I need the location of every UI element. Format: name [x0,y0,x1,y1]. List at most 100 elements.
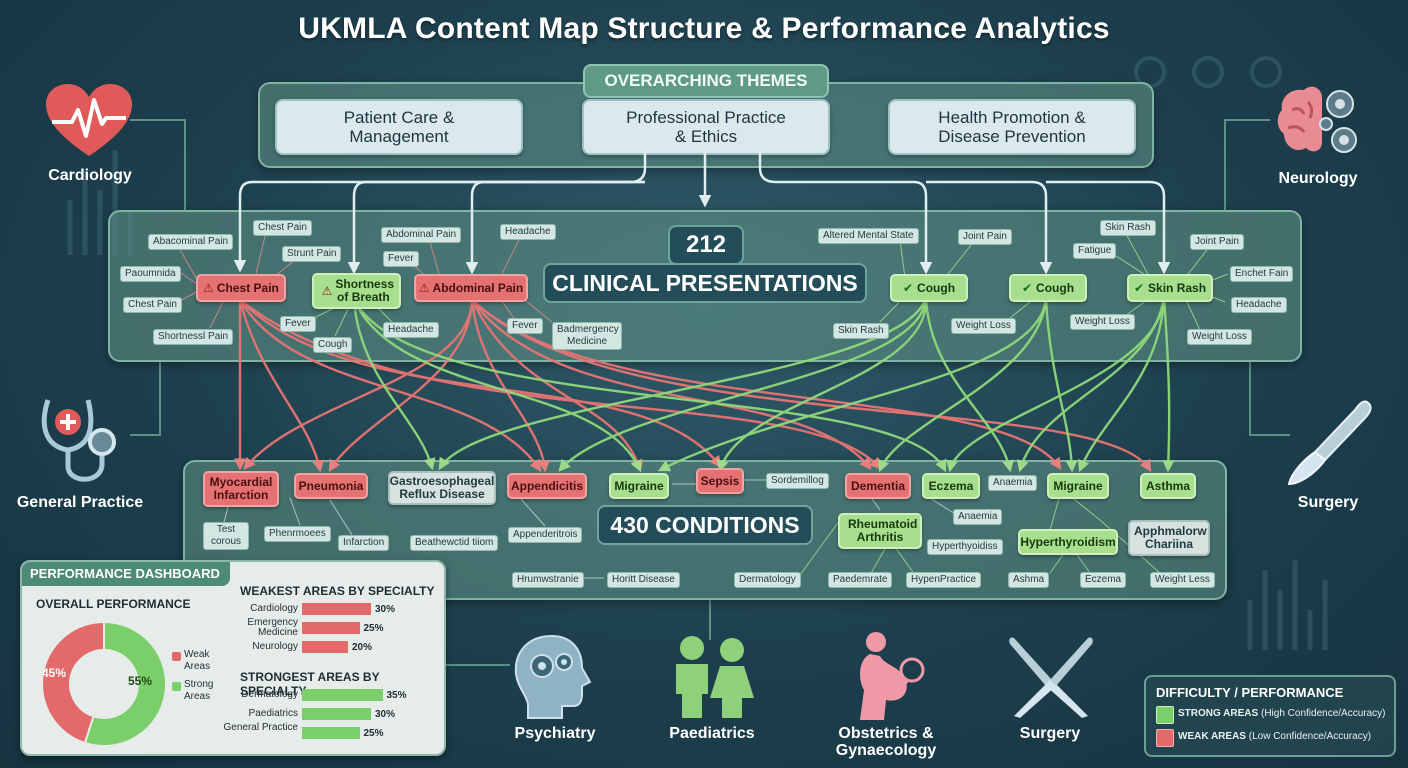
condition-tag[interactable]: HypenPractice [906,572,982,588]
node-label: Eczema [928,478,974,493]
warning-icon: ⚠ [321,283,333,298]
bar [302,641,348,653]
presentation-node-shortness-of-breath[interactable]: ⚠ Shortness of Breath [312,273,401,309]
condition-tag[interactable]: Weight Less [1150,572,1215,588]
presentation-tag[interactable]: Cough [313,337,353,353]
node-label: Sepsis [700,473,740,488]
condition-node-myocardial-infarction[interactable]: Myocardial Infarction [203,471,279,507]
theme-health-promotion[interactable]: Health Promotion & Disease Prevention [888,99,1136,155]
bar [302,727,360,739]
presentation-tag[interactable]: Badmergency Medicine [552,322,622,350]
presentation-node-cough[interactable]: ✔ Cough [890,274,968,302]
node-label: Rheumatoid Arthritis [848,517,918,544]
presentation-tag[interactable]: Strunt Pain [282,246,342,262]
presentation-tag[interactable]: Headache [383,322,439,338]
condition-tag[interactable]: Horitt Disease [607,572,680,588]
condition-node-hyperthyroidism[interactable]: Hyperthyroidism [1018,529,1118,555]
bar [302,689,383,701]
presentations-count: 212 [668,225,744,265]
presentation-node-cough-2[interactable]: ✔ Cough [1009,274,1087,302]
condition-tag[interactable]: Anaemia [953,509,1003,525]
condition-tag[interactable]: Test corous [203,522,249,550]
specialty-obstetrics[interactable]: Obstetrics & Gynaecology [826,725,946,759]
presentation-tag[interactable]: Altered Mental State [818,228,919,244]
presentation-tag[interactable]: Chest Pain [123,297,182,313]
condition-tag[interactable]: Eczema [1080,572,1127,588]
presentation-node-abdominal-pain[interactable]: ⚠ Abdominal Pain [414,274,528,302]
node-label: Skin Rash [1148,280,1207,295]
check-icon: ✔ [902,280,914,295]
condition-tag[interactable]: Ashma [1008,572,1050,588]
condition-tag[interactable]: Phenrmoees [264,526,331,542]
presentation-tag[interactable]: Fever [383,251,419,267]
presentation-tag[interactable]: Joint Pain [958,229,1012,245]
presentation-tag[interactable]: Joint Pain [1190,234,1244,250]
presentation-tag[interactable]: Fever [507,318,543,334]
donut-weak-slice [40,620,105,745]
specialty-neurology[interactable]: Neurology [1278,170,1358,187]
presentation-tag[interactable]: Headache [500,224,556,240]
specialty-surgery-right[interactable]: Surgery [1297,494,1359,511]
node-label: Abdominal Pain [432,280,524,295]
presentation-tag[interactable]: Enchet Fain [1230,266,1294,282]
specialty-cardiology[interactable]: Cardiology [48,167,132,184]
node-label: Migraine [1053,478,1103,493]
presentation-tag[interactable]: Fatigue [1073,243,1117,259]
condition-tag[interactable]: Dermatology [734,572,801,588]
condition-tag[interactable]: Anaemia [988,475,1038,491]
condition-node-migraine-2[interactable]: Migraine [1047,473,1109,499]
condition-tag[interactable]: Infarction [338,535,390,551]
node-label: Cough [917,280,956,295]
bar-value: 25% [363,728,384,739]
presentation-tag[interactable]: Skin Rash [1100,220,1156,236]
theme-patient-care[interactable]: Patient Care & Management [275,99,523,155]
specialty-surgery-bottom[interactable]: Surgery [1019,725,1081,742]
condition-tag[interactable]: Sordemillog [766,473,829,489]
condition-node-migraine[interactable]: Migraine [609,473,669,499]
condition-node-dementia[interactable]: Dementia [845,473,911,499]
presentations-label: CLINICAL PRESENTATIONS [543,263,867,303]
weakest-heading: WEAKEST AREAS BY SPECIALTY [240,584,435,598]
check-icon: ✔ [1133,280,1145,295]
condition-node-pneumonia[interactable]: Pneumonia [294,473,368,499]
bar-value: 20% [352,642,373,653]
presentation-tag[interactable]: Paoumnidа [120,266,181,282]
condition-node-rheumatoid-arthritis[interactable]: Rheumatoid Arthritis [838,513,922,549]
specialty-paediatrics[interactable]: Paediatrics [669,725,755,742]
presentation-node-skin-rash[interactable]: ✔ Skin Rash [1127,274,1213,302]
presentation-tag[interactable]: Fever [280,316,316,332]
bar-label: Paediatrics [248,708,298,719]
condition-node-apphmalorw-chariina[interactable]: Apphmalorw Chariina [1128,520,1210,556]
condition-tag[interactable]: Hrumwstranie [512,572,584,588]
condition-tag[interactable]: Beathewctid tiiom [410,535,499,551]
specialty-general-practice[interactable]: General Practice [16,494,144,511]
condition-tag[interactable]: Appenderitrois [508,527,583,543]
presentation-node-chest-pain[interactable]: ⚠ Chest Pain [196,274,286,302]
warning-icon: ⚠ [418,280,430,295]
legend-weak-row: WEAK AREAS (Low Confidence/Accuracy) [1178,731,1371,742]
condition-tag[interactable]: Hyperthyoidiss [927,539,1003,555]
condition-node-eczema[interactable]: Eczema [922,473,980,499]
legend-weak-label: Weak Areas [184,649,220,673]
presentation-tag[interactable]: Weight Loss [1187,329,1252,345]
presentation-tag[interactable]: Headache [1231,297,1287,313]
bar-label: Dermatology [241,689,298,700]
presentation-tag[interactable]: Abacominal Pain [148,234,234,250]
presentation-tag[interactable]: Weight Loss [1070,314,1135,330]
presentation-tag[interactable]: Abdominal Pain [381,227,462,243]
condition-node-gerd[interactable]: Gastroesophageal Reflux Disease [388,471,496,505]
presentation-tag[interactable]: Shortnessl Pain [153,329,234,345]
specialty-psychiatry[interactable]: Psychiatry [514,725,596,742]
node-label: Pneumonia [298,478,364,493]
presentation-tag[interactable]: Chest Pain [253,220,312,236]
overall-donut-chart [40,620,167,747]
node-label: Appendicitis [510,478,583,493]
presentation-tag[interactable]: Weight Loss [951,318,1016,334]
condition-tag[interactable]: Paedemrate [828,572,893,588]
presentation-tag[interactable]: Skin Rash [833,323,889,339]
condition-node-appendicitis[interactable]: Appendicitis [507,473,587,499]
condition-node-sepsis[interactable]: Sepsis [696,468,744,494]
condition-node-asthma[interactable]: Asthma [1140,473,1196,499]
legend-strong-bold: STRONG AREAS [1178,708,1259,719]
dashboard-heading: PERFORMANCE DASHBOARD [22,562,230,586]
